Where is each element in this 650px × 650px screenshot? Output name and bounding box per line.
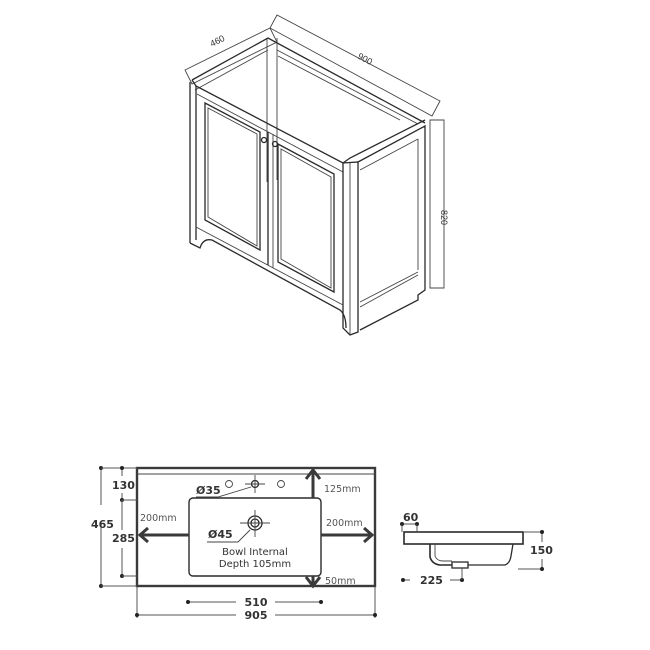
overall-depth-label: 465	[91, 518, 114, 531]
height-label: 820	[439, 210, 449, 225]
back-to-tap-label: 130	[112, 479, 135, 492]
bowl-note-line2: Depth 105mm	[219, 559, 291, 570]
bowl-width-label: 510	[245, 596, 268, 609]
cabinet-isometric: 460 900 820	[184, 14, 449, 336]
overall-width-label: 905	[245, 609, 268, 622]
lip-label: 60	[403, 511, 419, 524]
bottom-margin-label: 50mm	[325, 576, 356, 587]
bowl-note-line1: Bowl Internal	[222, 547, 288, 558]
height-label: 150	[530, 544, 553, 557]
height-dimension: 820	[429, 119, 449, 289]
depth-label: 460	[208, 33, 226, 49]
waste-offset-label: 225	[420, 574, 443, 587]
tap-hole-icon	[225, 480, 233, 488]
tap-hole-icon	[277, 480, 285, 488]
bowl-depth-label: 285	[112, 532, 135, 545]
top-margin-label: 125mm	[324, 484, 361, 495]
basin-side-view: 60 150 225	[400, 511, 553, 587]
knob-icon	[271, 140, 279, 148]
right-margin-label: 200mm	[326, 518, 363, 529]
tap-hole-label: Ø35	[196, 484, 221, 497]
waste-hole-label: Ø45	[208, 528, 233, 541]
left-margin-label: 200mm	[140, 513, 177, 524]
knob-icon	[260, 136, 268, 144]
basin-plan-view: 465 130 285 Ø35 Ø45 Bowl Internal Depth …	[91, 466, 377, 622]
